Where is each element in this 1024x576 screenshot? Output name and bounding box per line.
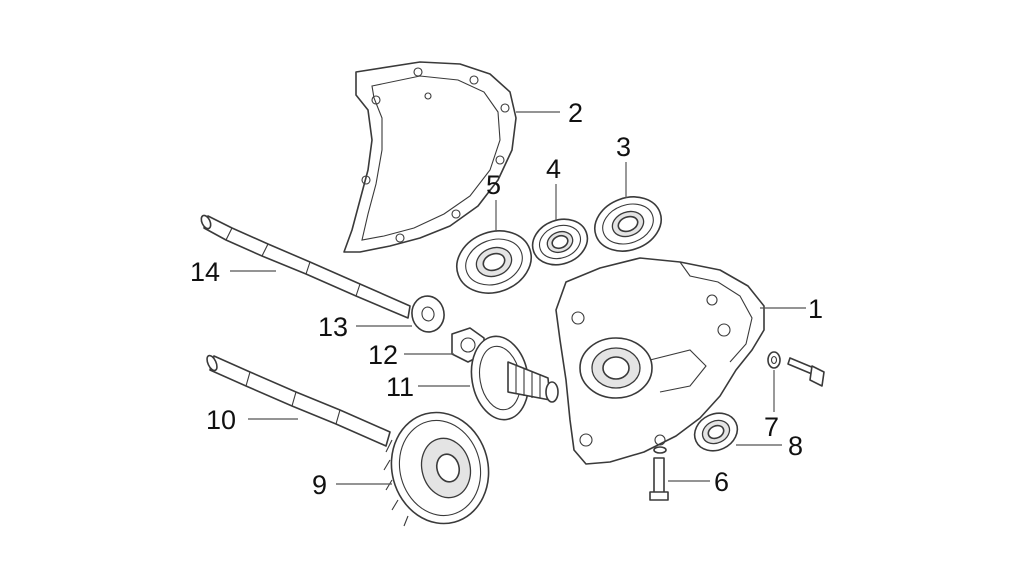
bearing-medium	[456, 230, 532, 294]
callout-4: 4	[546, 154, 561, 184]
oil-seal	[693, 412, 739, 452]
cover-gasket	[343, 61, 517, 253]
bearing-small	[531, 218, 589, 266]
callout-3: 3	[616, 132, 631, 162]
callout-10: 10	[206, 405, 236, 435]
large-gear	[383, 411, 490, 527]
callout-9: 9	[312, 470, 327, 500]
callout-8: 8	[788, 431, 803, 461]
bolt-horizontal	[787, 357, 825, 387]
crankcase-cover	[555, 257, 765, 465]
callout-11: 11	[386, 372, 414, 402]
leader-lines	[230, 111, 806, 485]
callout-6: 6	[714, 467, 729, 497]
bearing-large	[594, 196, 662, 252]
callout-7: 7	[764, 412, 779, 442]
callout-14: 14	[190, 257, 220, 287]
callout-13: 13	[318, 312, 348, 342]
washer	[411, 295, 445, 333]
callout-5: 5	[486, 170, 501, 200]
callout-2: 2	[568, 98, 583, 128]
gear-with-shaft	[470, 335, 559, 421]
callout-12: 12	[368, 340, 398, 370]
callout-1: 1	[808, 294, 823, 324]
washer-small	[767, 351, 781, 369]
upper-shaft	[200, 214, 411, 319]
callout-labels: 1 2 3 4 5 6 7 8 9 10 11 12 13 14	[190, 98, 823, 500]
bolt-vertical	[649, 446, 669, 501]
lower-shaft	[206, 354, 391, 447]
